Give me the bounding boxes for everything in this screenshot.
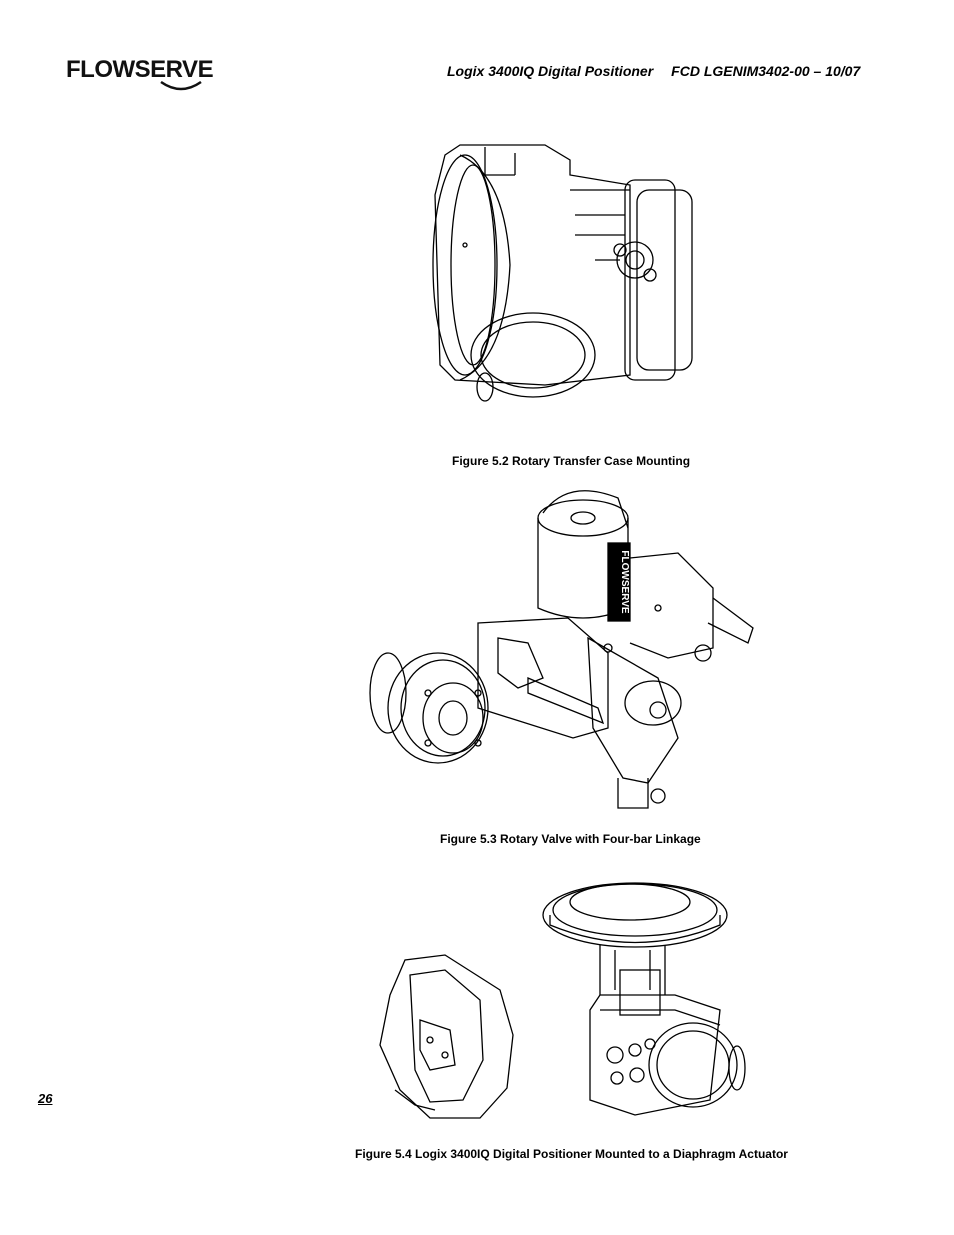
figure-5-2-illustration bbox=[425, 135, 695, 405]
flowserve-label: FLOWSERVE bbox=[619, 550, 630, 613]
page-number: 26 bbox=[38, 1091, 53, 1106]
figure-5-4-caption: Figure 5.4 Logix 3400IQ Digital Position… bbox=[355, 1147, 788, 1161]
figure-5-3-illustration: FLOWSERVE bbox=[368, 478, 760, 818]
figure-5-3-caption: Figure 5.3 Rotary Valve with Four-bar Li… bbox=[440, 832, 701, 846]
logo-swoosh-icon bbox=[160, 80, 202, 91]
figure-5-4-illustration bbox=[375, 860, 775, 1122]
logo-text: FLOWSERVE bbox=[66, 56, 214, 83]
flowserve-logo: FLOWSERVE bbox=[66, 52, 216, 96]
document-code: FCD LGENIM3402-00 – 10/07 bbox=[671, 63, 861, 79]
product-title: Logix 3400IQ Digital Positioner bbox=[447, 63, 654, 79]
document-header: Logix 3400IQ Digital Positioner FCD LGENI… bbox=[447, 63, 860, 79]
figure-5-2-caption: Figure 5.2 Rotary Transfer Case Mounting bbox=[452, 454, 691, 468]
